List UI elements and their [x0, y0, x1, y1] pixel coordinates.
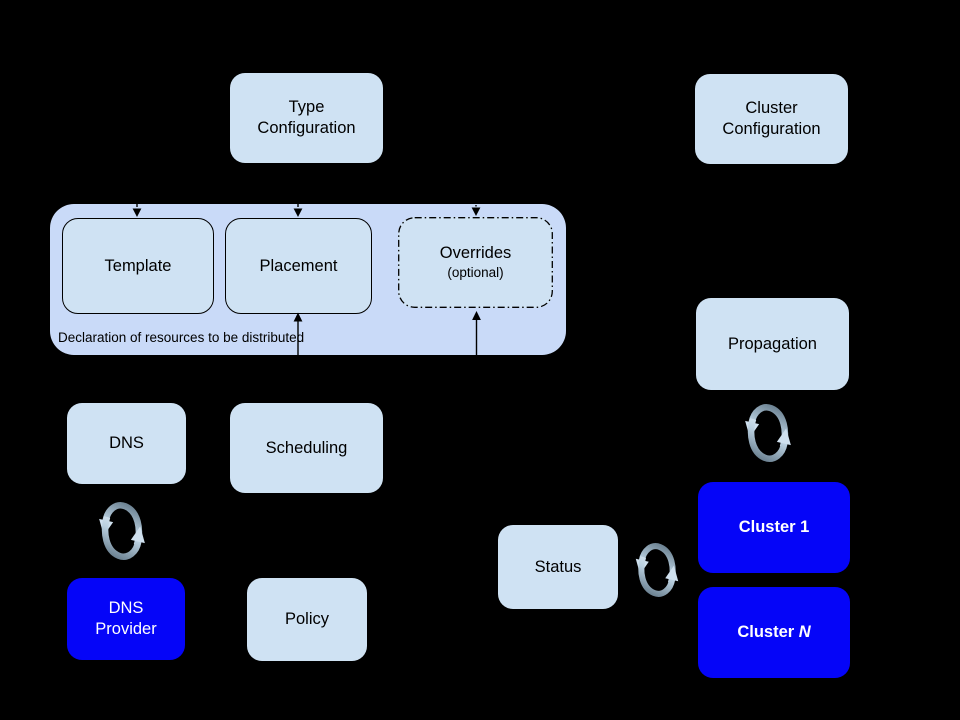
cluster-configuration-box: Cluster Configuration	[695, 74, 848, 164]
policy-box: Policy	[247, 578, 367, 661]
group-caption: Declaration of resources to be distribut…	[58, 330, 305, 345]
propagation-sync-icon	[740, 395, 796, 471]
cluster-n-box: Cluster N	[698, 587, 850, 678]
type-configuration-box: Type Configuration	[230, 73, 383, 163]
propagation-box: Propagation	[696, 298, 849, 390]
overrides-sublabel: (optional)	[447, 265, 504, 281]
overrides-box: Overrides (optional)	[398, 217, 553, 308]
dns-box: DNS	[67, 403, 186, 484]
scheduling-box: Scheduling	[230, 403, 383, 493]
overrides-label: Overrides	[439, 244, 512, 263]
dns-provider-box: DNS Provider	[67, 578, 185, 660]
placement-box: Placement	[225, 218, 372, 314]
dns-sync-icon	[94, 493, 150, 569]
cluster-1-box: Cluster 1	[698, 482, 850, 573]
cluster-n-label: Cluster N	[737, 623, 811, 642]
template-box: Template	[62, 218, 214, 314]
status-box: Status	[498, 525, 618, 609]
status-sync-icon	[631, 533, 683, 607]
